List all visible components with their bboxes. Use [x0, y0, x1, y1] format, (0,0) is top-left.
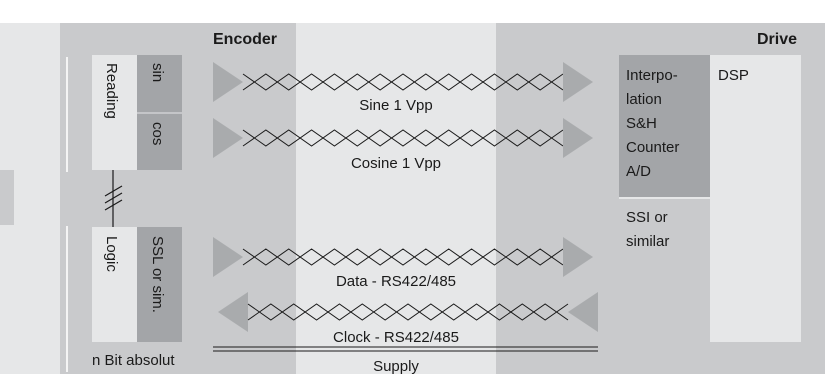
supply-label: Supply: [373, 358, 419, 374]
bus-slash-3: [104, 199, 123, 211]
clock-sink-arrow: [218, 292, 248, 332]
bus-slash-2: [104, 192, 123, 204]
dsp-label: DSP: [718, 67, 749, 84]
cosine-sink-arrow: [563, 118, 593, 158]
data-label: Data - RS422/485: [336, 273, 456, 290]
cos-label: cos: [149, 122, 166, 145]
encoder-title: Encoder: [213, 31, 277, 48]
ssi-block: [619, 198, 710, 342]
clock-signal: [218, 292, 598, 332]
interpolation-text: Interpo- lation S&H Counter A/D: [626, 67, 684, 180]
dsp-block: [710, 55, 801, 342]
cosine-twisted-pair: [242, 129, 564, 147]
sine-signal: [213, 62, 593, 102]
cosine-source-arrow: [213, 118, 243, 158]
sin-block: [137, 55, 182, 113]
cos-block: [137, 113, 182, 170]
data-signal: [213, 237, 593, 277]
top-margin: [0, 0, 825, 8]
ssi-line-2: similar: [626, 233, 669, 250]
reading-label: Reading: [103, 63, 120, 119]
ssl-label: SSL or sim.: [149, 236, 166, 313]
clock-twisted-pair-second-wire: [247, 303, 569, 321]
clock-source-arrow: [568, 292, 598, 332]
clock-twisted-pair: [247, 303, 569, 321]
drive-title: Drive: [757, 31, 797, 48]
cosine-signal: [213, 118, 593, 158]
ssi-text: SSI or similar: [626, 209, 672, 250]
data-twisted-pair-second-wire: [242, 248, 564, 266]
logic-label: Logic: [103, 236, 120, 272]
cosine-label: Cosine 1 Vpp: [351, 155, 441, 172]
interp-line-1: Interpo-: [626, 67, 678, 84]
interp-line-4: Counter: [626, 139, 679, 156]
sine-sink-arrow: [563, 62, 593, 102]
left-edge-tab: [0, 170, 14, 225]
interp-line-5: A/D: [626, 163, 651, 180]
sine-twisted-pair-second-wire: [242, 73, 564, 91]
data-sink-arrow: [563, 237, 593, 277]
logic-block: [92, 227, 137, 342]
cable-panel: [296, 23, 496, 374]
ssi-line-1: SSI or: [626, 209, 668, 226]
interpolation-block: [619, 55, 710, 198]
cosine-twisted-pair-second-wire: [242, 129, 564, 147]
data-source-arrow: [213, 237, 243, 277]
interp-line-3: S&H: [626, 115, 657, 132]
reading-block: [92, 55, 137, 170]
resolution-label: n Bit absolut: [92, 352, 175, 369]
ssl-block: [137, 227, 182, 342]
data-twisted-pair: [242, 248, 564, 266]
bus-slash-1: [104, 185, 123, 197]
sin-label: sin: [149, 63, 166, 82]
clock-label: Clock - RS422/485: [333, 329, 459, 346]
interp-line-2: lation: [626, 91, 662, 108]
sine-source-arrow: [213, 62, 243, 102]
sine-label: Sine 1 Vpp: [359, 97, 432, 114]
sine-twisted-pair: [242, 73, 564, 91]
